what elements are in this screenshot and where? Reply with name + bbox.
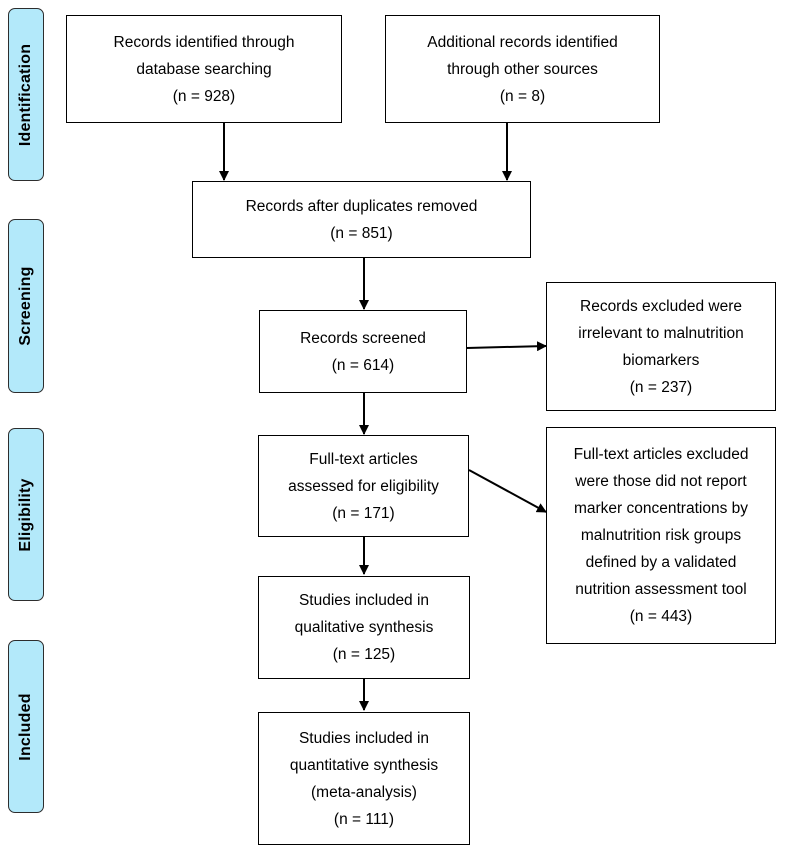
qualitative-count: (n = 125)	[332, 646, 396, 663]
quantitative-synthesis-box: Studies included in quantitative synthes…	[258, 712, 470, 845]
database-search-count: (n = 928)	[172, 87, 236, 105]
qualitative-line-1: Studies included in	[298, 592, 430, 609]
screened-excluded-count: (n = 237)	[629, 378, 693, 396]
phase-included: Included	[8, 640, 44, 813]
fulltext-assessed-line-1: Full-text articles	[309, 450, 418, 468]
fulltext-assessed-count: (n = 171)	[332, 504, 395, 522]
database-search-line-2: database searching	[136, 60, 272, 78]
fulltext-excluded-line-5: defined by a validated	[585, 554, 737, 571]
fulltext-excluded-count: (n = 443)	[629, 608, 693, 625]
fulltext-excluded-line-1: Full-text articles excluded	[573, 446, 749, 463]
records-screened-count: (n = 614)	[331, 356, 395, 374]
phase-eligibility: Eligibility	[8, 428, 44, 601]
other-sources-line-2: through other sources	[447, 60, 598, 78]
duplicates-removed-line-1: Records after duplicates removed	[245, 197, 478, 215]
duplicates-removed-count: (n = 851)	[330, 224, 393, 242]
other-sources-count: (n = 8)	[499, 87, 546, 105]
duplicates-removed-box: Records after duplicates removed (n = 85…	[192, 181, 531, 258]
quantitative-line-3: (meta-analysis)	[311, 783, 417, 801]
screened-excluded-line-1: Records excluded were	[580, 297, 742, 315]
fulltext-excluded-line-2: were those did not report	[575, 473, 747, 490]
other-sources-line-1: Additional records identified	[427, 33, 618, 51]
quantitative-line-1: Studies included in	[298, 729, 430, 747]
phase-identification: Identification	[8, 8, 44, 181]
phase-screening: Screening	[8, 219, 44, 393]
database-search-line-1: Records identified through	[113, 33, 295, 51]
other-sources-box: Additional records identified through ot…	[385, 15, 660, 123]
fulltext-excluded-box: Full-text articles excluded were those d…	[546, 427, 776, 644]
records-screened-line-1: Records screened	[300, 329, 426, 347]
fulltext-excluded-line-3: marker concentrations by	[573, 500, 749, 517]
fulltext-assessed-box: Full-text articles assessed for eligibil…	[258, 435, 469, 537]
screened-excluded-line-2: irrelevant to malnutrition	[578, 324, 744, 342]
fulltext-assessed-line-2: assessed for eligibility	[288, 477, 439, 495]
screened-excluded-line-3: biomarkers	[622, 351, 700, 369]
fulltext-excluded-line-6: nutrition assessment tool	[575, 581, 747, 598]
fulltext-excluded-line-4: malnutrition risk groups	[580, 527, 742, 544]
arrow-screened-to-excluded	[466, 341, 547, 352]
records-screened-box: Records screened (n = 614)	[259, 310, 467, 393]
qualitative-line-2: qualitative synthesis	[294, 619, 434, 636]
quantitative-count: (n = 111)	[333, 810, 395, 828]
database-search-box: Records identified through database sear…	[66, 15, 342, 123]
qualitative-synthesis-box: Studies included in qualitative synthesi…	[258, 576, 470, 679]
screened-excluded-box: Records excluded were irrelevant to maln…	[546, 282, 776, 411]
arrow-fulltext-to-excluded	[468, 469, 547, 513]
quantitative-line-2: quantitative synthesis	[289, 756, 439, 774]
